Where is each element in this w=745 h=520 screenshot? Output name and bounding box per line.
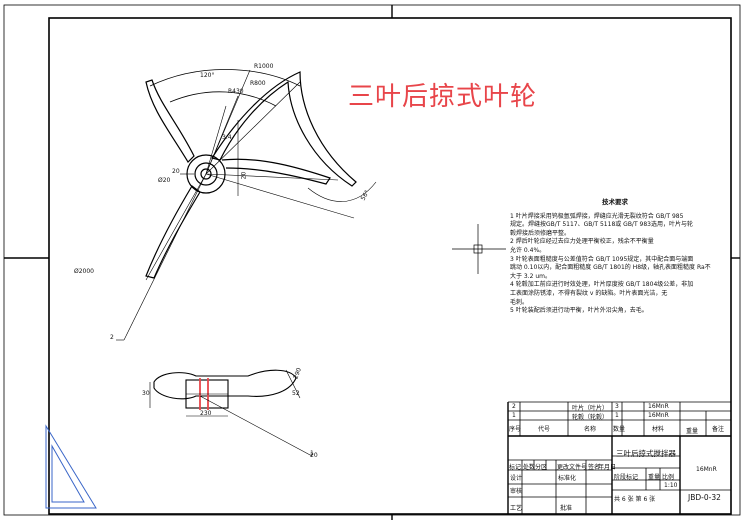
row-label: 标记 xyxy=(509,464,522,471)
bom-header-weight: 重量 xyxy=(686,428,699,435)
tech-line: 规定。焊缝按GB/T 5117、GB/T 5118或 GB/T 983选用，叶片… xyxy=(510,221,693,229)
inner-frame xyxy=(48,17,732,515)
bom-qty: 1 xyxy=(615,412,619,419)
process-label: 工艺 xyxy=(510,505,523,512)
tech-line: 5 叶轮装配后须进行动平衡，叶片外沿尖角，去毛。 xyxy=(510,307,648,315)
bom-header-qty: 数量 xyxy=(613,426,626,433)
impeller-dimension-lines xyxy=(116,69,377,341)
check-label: 审核 xyxy=(510,488,523,495)
drawing-title: 三叶后掠式叶轮 xyxy=(348,82,538,112)
dim-d-hub: Ø20 xyxy=(158,177,171,184)
bom-header-name: 名称 xyxy=(584,426,597,433)
dim-d-outer: Ø2000 xyxy=(74,268,94,275)
sheet-count: 共 6 张 第 6 张 xyxy=(614,496,656,503)
row-label: 签名 xyxy=(588,464,601,471)
bom-header-no: 序号 xyxy=(509,426,522,433)
callout-2: 2 xyxy=(110,334,114,341)
outer-frame xyxy=(3,4,741,516)
title-block-grid xyxy=(507,401,731,514)
bom-material: 16MnR xyxy=(648,403,669,410)
dim-r-mid: R800 xyxy=(250,80,266,87)
dim-h-hub: 20 xyxy=(240,171,248,180)
callout-1: 1 xyxy=(310,450,314,457)
dim-h-small: 3.4 xyxy=(222,134,232,141)
tech-line: 2 焊后叶轮应经过去应力处理平衡校正，残余不平衡量 xyxy=(510,238,654,246)
dim-sec-t: 52 xyxy=(292,390,300,397)
orientation-mark xyxy=(45,424,97,509)
row-label: 分区 xyxy=(535,464,548,471)
part-material: 16MnR xyxy=(696,466,717,473)
tech-line: 毂焊接后须修磨平整。 xyxy=(510,229,571,237)
design-label: 设计 xyxy=(510,475,523,482)
bom-header-material: 材料 xyxy=(652,426,665,433)
section-dimension-lines xyxy=(149,369,313,457)
tech-line: 跳动 0.10以内，配合面粗糙度 GB/T 1801的 H8级，轴孔表面粗糙度 … xyxy=(510,264,711,272)
standard-label: 标准化 xyxy=(558,475,577,482)
cursor-crosshair xyxy=(452,224,506,274)
row-label: 年月日 xyxy=(598,464,617,471)
row-label: 更改文件号 xyxy=(557,464,588,471)
tech-line: 大于 3.2 um。 xyxy=(510,272,552,280)
part-name: 三叶后掠式搅拌器 xyxy=(616,449,676,458)
dim-angle: 120° xyxy=(200,72,215,79)
bom-header-remark: 备注 xyxy=(712,426,725,433)
drawing-number: JBD-0-32 xyxy=(688,493,721,502)
bom-qty: 3 xyxy=(615,403,619,410)
bom-name: 轮毂（轮毂） xyxy=(572,414,609,421)
bom-no: 1 xyxy=(512,412,516,419)
centering-marks xyxy=(4,5,740,520)
dim-r-inner: R430 xyxy=(228,88,244,95)
tech-line: 1 叶片焊接采用钨极氩弧焊接，焊缝应光滑无裂纹符合 GB/T 985 xyxy=(510,212,684,220)
dim-r-outer: R1000 xyxy=(254,63,274,70)
impeller-section-view xyxy=(153,369,297,410)
bom-no: 2 xyxy=(512,403,516,410)
dim-w-small: 20 xyxy=(172,168,180,175)
weight-label: 重量 xyxy=(648,474,661,481)
dim-sec-side: 20 xyxy=(310,452,318,459)
tech-line: 毛刺。 xyxy=(510,298,529,306)
approve-label: 批准 xyxy=(560,505,573,512)
tech-line: 工表面涂防锈漆，不得有裂纹 v 的缺陷。叶片表面光洁，无 xyxy=(510,289,668,297)
scale-value: 1:10 xyxy=(664,482,678,489)
tech-heading: 技术要求 xyxy=(602,198,628,206)
tech-line: 允许 0.4%。 xyxy=(510,246,546,254)
dim-sec-h: 30 xyxy=(142,390,150,397)
bom-header-code: 代号 xyxy=(538,426,551,433)
row-label: 处数 xyxy=(523,464,536,471)
tech-line: 4 轮毂加工前应进行时效处理，叶片厚度按 GB/T 1804级公差，非加 xyxy=(510,281,694,289)
dim-sec-w: 230 xyxy=(200,410,212,417)
ratio-label: 比例 xyxy=(662,474,675,481)
bom-name: 叶片（叶片） xyxy=(572,405,609,412)
tech-line: 3 叶轮表面粗糙度与公差值符合 GB/T 1095规定，其中配合面与端面 xyxy=(510,255,694,263)
bom-material: 16MnR xyxy=(648,412,669,419)
technical-requirements: 技术要求 1 叶片焊接采用钨极氩弧焊接，焊缝应光滑无裂纹符合 GB/T 985 … xyxy=(510,198,720,316)
stage-label: 阶段标记 xyxy=(614,474,639,481)
